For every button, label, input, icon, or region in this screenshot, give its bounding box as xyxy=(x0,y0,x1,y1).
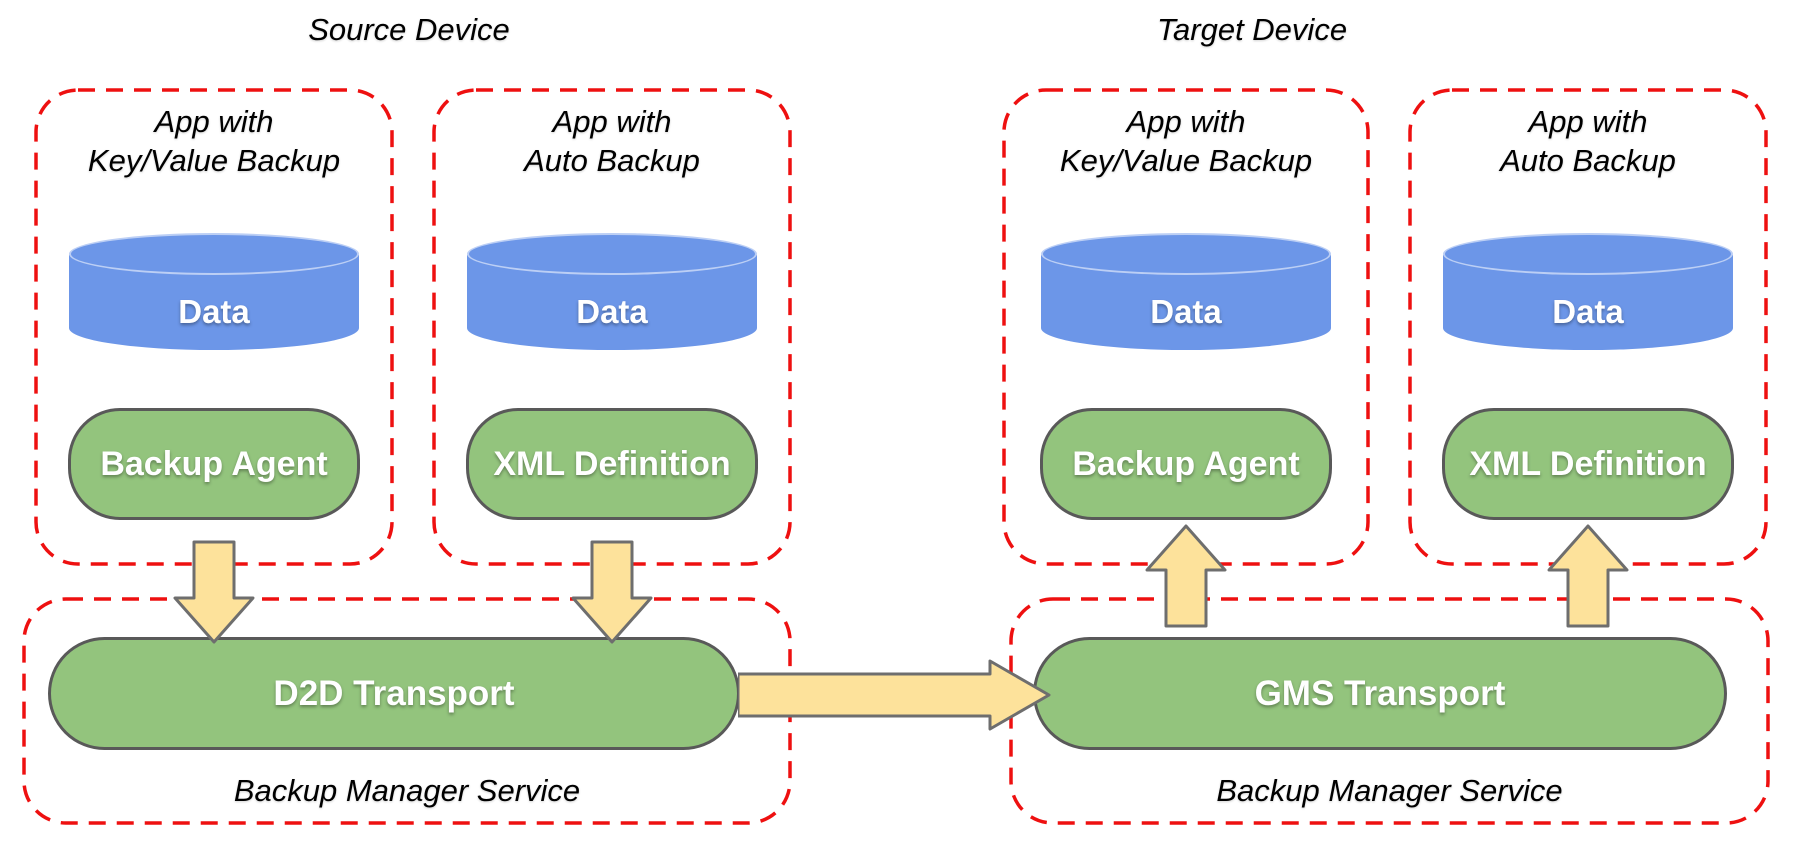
d2d-transport-pill: D2D Transport xyxy=(48,637,740,750)
source-device-title: Source Device xyxy=(308,12,510,47)
gms-transport-pill: GMS Transport xyxy=(1033,637,1727,750)
xml-definition-pill: XML Definition xyxy=(466,408,758,520)
source-backup-manager-service-box: D2D Transport Backup Manager Service xyxy=(22,597,792,825)
source-auto-app-box: App with Auto Backup Data XML Definition xyxy=(432,88,792,566)
arrow-gms-to-xml-definition xyxy=(1547,524,1629,628)
cylinder-top-ellipse xyxy=(1443,233,1733,275)
dashed-border xyxy=(1002,88,1370,566)
app-label: App with Auto Backup xyxy=(432,102,792,180)
data-cylinder: Data xyxy=(69,233,359,350)
target-keyvalue-app-box: App with Key/Value Backup Data Backup Ag… xyxy=(1002,88,1370,566)
source-keyvalue-app-box: App with Key/Value Backup Data Backup Ag… xyxy=(34,88,394,566)
app-label-line1: App with xyxy=(1126,104,1246,139)
data-label: Data xyxy=(576,293,648,330)
app-label-line1: App with xyxy=(1528,104,1648,139)
arrow-backup-agent-to-d2d xyxy=(173,540,255,644)
app-label: App with Auto Backup xyxy=(1408,102,1768,180)
arrow-d2d-to-gms xyxy=(738,659,1051,731)
app-label-line2: Auto Backup xyxy=(524,143,700,178)
target-backup-manager-service-box: GMS Transport Backup Manager Service xyxy=(1009,597,1770,825)
data-label: Data xyxy=(1552,293,1624,330)
service-label: Backup Manager Service xyxy=(1216,773,1563,808)
arrow-xml-definition-to-d2d xyxy=(571,540,653,644)
data-label: Data xyxy=(178,293,250,330)
xml-definition-pill: XML Definition xyxy=(1442,408,1734,520)
data-cylinder: Data xyxy=(1443,233,1733,350)
app-label-line2: Key/Value Backup xyxy=(87,143,341,178)
cylinder-top-ellipse xyxy=(1041,233,1331,275)
app-label-line1: App with xyxy=(552,104,672,139)
data-cylinder: Data xyxy=(467,233,757,350)
backup-agent-pill: Backup Agent xyxy=(1040,408,1332,520)
app-label-line2: Auto Backup xyxy=(1500,143,1676,178)
dashed-border xyxy=(1009,597,1770,825)
app-label: App with Key/Value Backup xyxy=(1002,102,1370,180)
arrow-gms-to-backup-agent xyxy=(1145,524,1227,628)
cylinder-top-ellipse xyxy=(467,233,757,275)
backup-agent-pill: Backup Agent xyxy=(68,408,360,520)
data-cylinder: Data xyxy=(1041,233,1331,350)
cylinder-top-ellipse xyxy=(69,233,359,275)
app-label-line1: App with xyxy=(154,104,274,139)
target-device-title: Target Device xyxy=(1156,12,1348,47)
target-auto-app-box: App with Auto Backup Data XML Definition xyxy=(1408,88,1768,566)
app-label: App with Key/Value Backup xyxy=(34,102,394,180)
data-label: Data xyxy=(1150,293,1222,330)
service-label: Backup Manager Service xyxy=(233,773,581,808)
app-label-line2: Key/Value Backup xyxy=(1059,143,1313,178)
